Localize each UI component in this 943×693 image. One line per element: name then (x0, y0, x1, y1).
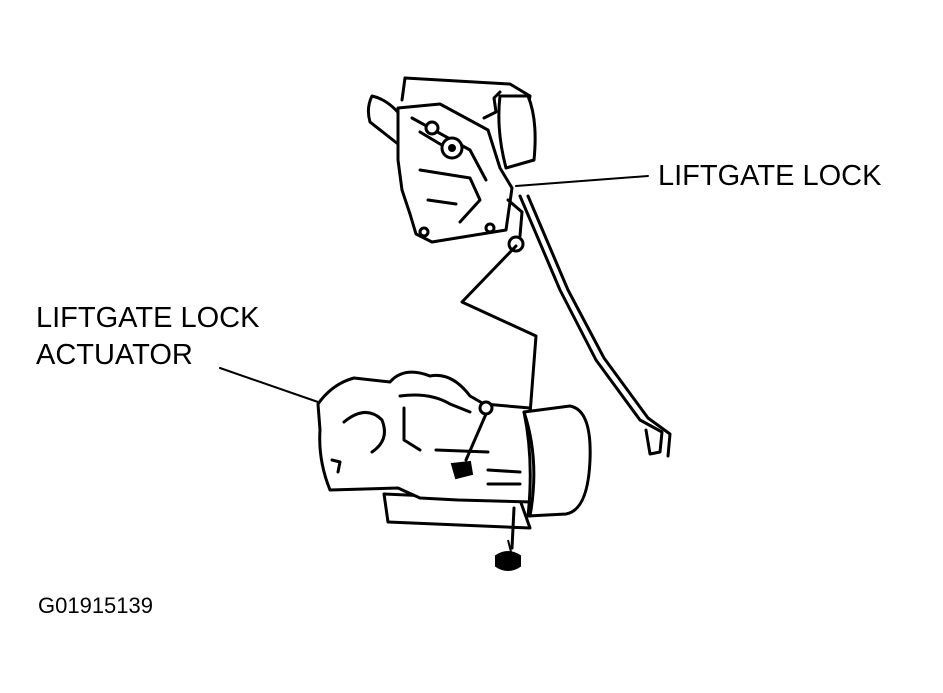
figure-code: G01915139 (38, 593, 153, 618)
actuator-label-line2: ACTUATOR (36, 339, 193, 371)
control-rod (518, 194, 664, 456)
actuator-drawing (316, 370, 592, 571)
actuator-leader (219, 367, 319, 403)
liftgate-lock-label: LIFTGATE LOCK (658, 160, 882, 192)
actuator-label-line1: LIFTGATE LOCK (36, 302, 260, 334)
link-cable (460, 244, 538, 416)
liftgate-lock-drawing (366, 76, 537, 253)
liftgate-lock-leader (515, 175, 649, 187)
